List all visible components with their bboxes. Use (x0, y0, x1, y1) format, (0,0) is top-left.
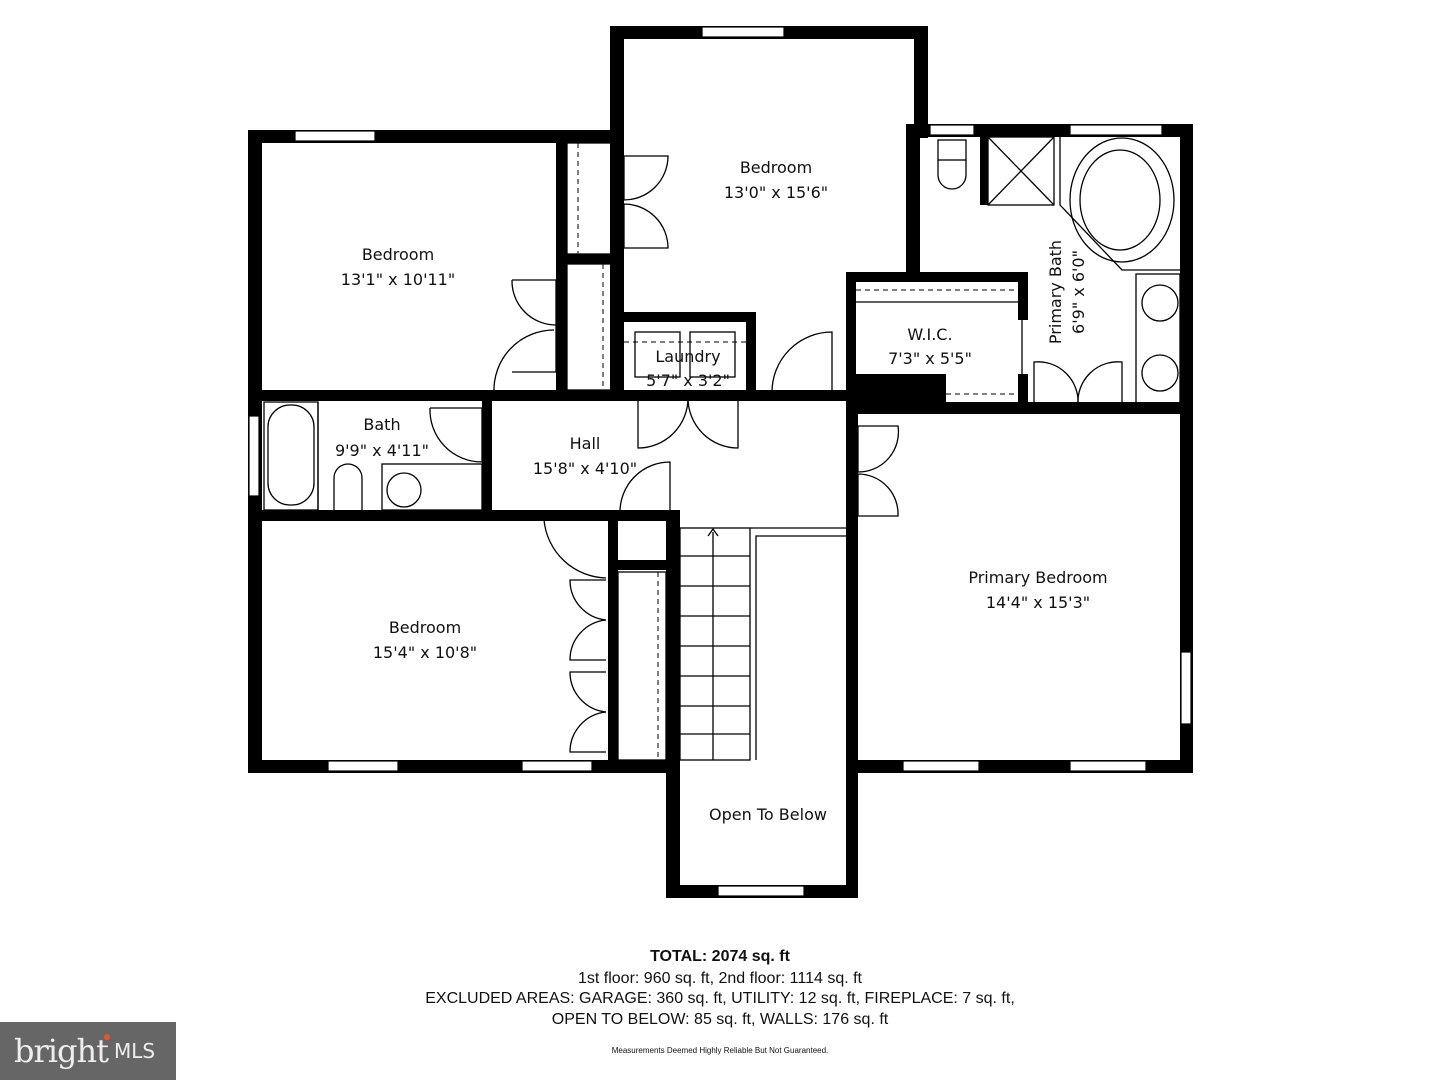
room-dims: 6'9" x 6'0" (1069, 250, 1088, 334)
room-name: Hall (570, 434, 601, 453)
room-name: Open To Below (709, 805, 827, 824)
room-dims: 13'0" x 15'6" (724, 183, 828, 202)
room-dims: 7'3" x 5'5" (888, 349, 972, 368)
room-dims: 9'9" x 4'11" (335, 441, 429, 460)
logo-suffix: MLS (113, 1039, 156, 1063)
room-dims: 13'1" x 10'11" (341, 270, 455, 289)
room-labels: Bedroom 13'0" x 15'6" Bedroom 13'1" x 10… (335, 158, 1108, 824)
room-name: Primary Bedroom (968, 568, 1107, 587)
excluded-areas: EXCLUDED AREAS: GARAGE: 360 sq. ft, UTIL… (425, 990, 1015, 1007)
stair-treads (680, 555, 750, 735)
room-name: Bedroom (389, 618, 461, 637)
room-name: Primary Bath (1046, 240, 1065, 344)
logo-spark-icon (103, 1034, 110, 1040)
logo-brand: bright (14, 1032, 109, 1070)
floor-areas: 1st floor: 960 sq. ft, 2nd floor: 1114 s… (577, 970, 862, 987)
excluded-areas-continued: OPEN TO BELOW: 85 sq. ft, WALLS: 176 sq.… (551, 1011, 889, 1028)
room-name: Laundry (655, 347, 720, 366)
bright-mls-logo: bright MLS (0, 1022, 176, 1080)
room-dims: 15'8" x 4'10" (533, 459, 637, 478)
fixtures (263, 136, 1181, 761)
room-name: Bedroom (740, 158, 812, 177)
windows (248, 26, 1192, 897)
room-dims: 14'4" x 15'3" (986, 593, 1090, 612)
disclaimer: Measurements Deemed Highly Reliable But … (611, 1046, 829, 1055)
room-dims: 15'4" x 10'8" (373, 643, 477, 662)
room-name: Bedroom (362, 245, 434, 264)
room-name: W.I.C. (907, 325, 952, 344)
room-name: Bath (363, 415, 400, 434)
total-area: TOTAL: 2074 sq. ft (650, 948, 790, 965)
room-dims: 5'7" x 3'2" (646, 371, 730, 390)
